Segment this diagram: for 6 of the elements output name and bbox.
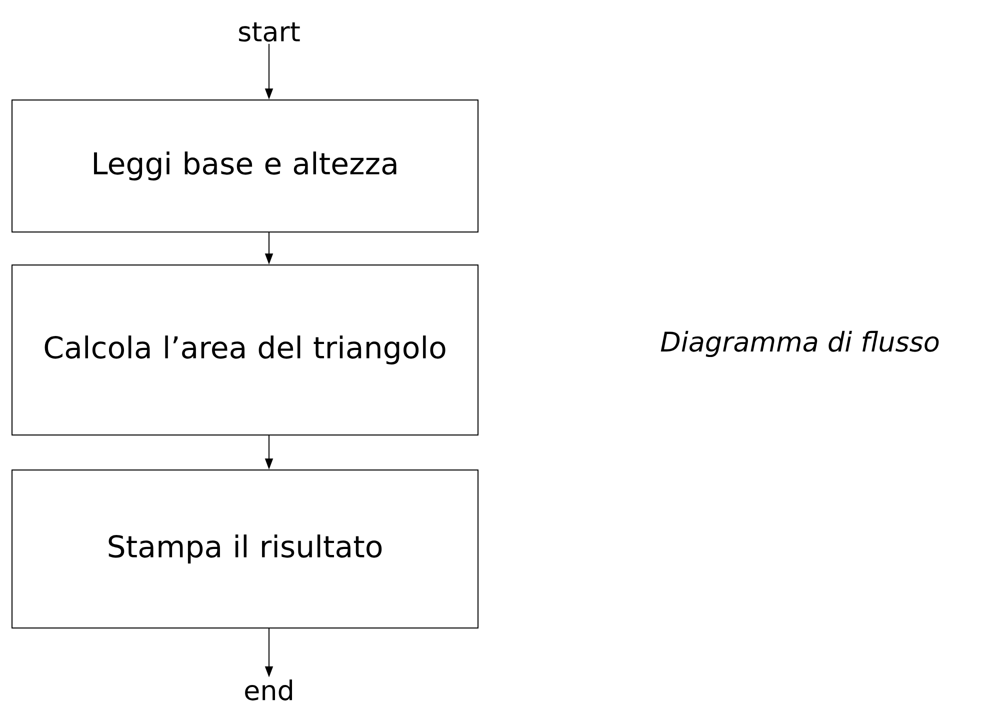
caption: Diagramma di flusso	[660, 330, 939, 358]
process-box: Leggi base e altezza	[12, 100, 478, 232]
process-box: Stampa il risultato	[12, 470, 478, 628]
terminal-label: end	[245, 680, 292, 700]
process-box: Calcola l’area del triangolo	[12, 264, 478, 436]
terminal-label: start	[239, 22, 300, 42]
